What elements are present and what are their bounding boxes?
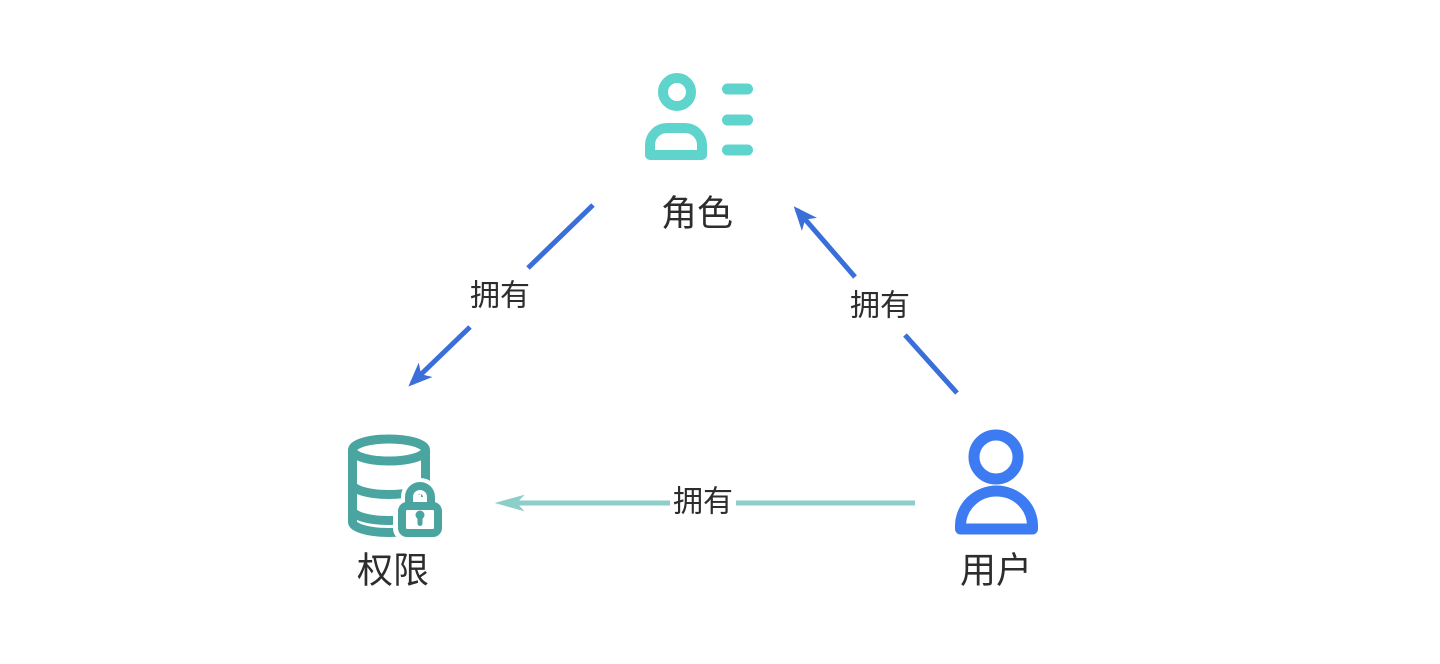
lock-shackle xyxy=(405,482,435,506)
edge-label-user-role: 拥有 xyxy=(850,290,910,323)
role-icon-list-lines xyxy=(722,83,753,156)
role-icon-head xyxy=(658,73,696,111)
edge-user-role-segment-lower xyxy=(903,333,959,395)
lock xyxy=(398,482,442,537)
edge-role-permission-segment-upper xyxy=(526,203,595,270)
node-label-user: 用户 xyxy=(960,550,1032,591)
database-top-ellipse xyxy=(348,434,430,466)
edge-role-permission: 拥有 xyxy=(408,203,595,387)
edge-user-permission: 拥有 xyxy=(494,485,915,521)
edge-label-role-permission: 拥有 xyxy=(470,280,530,313)
user-icon-head xyxy=(968,429,1024,485)
edge-user-role: 拥有 xyxy=(793,206,959,395)
lock-keyhole-stem xyxy=(417,515,423,526)
database-lock-icon xyxy=(348,434,447,542)
user-icon xyxy=(955,429,1038,535)
edge-label-backplate xyxy=(670,485,736,521)
edge-label-user-permission: 拥有 xyxy=(673,486,733,519)
edge-role-permission-segment-lower xyxy=(408,325,472,387)
node-role: 角色 xyxy=(645,73,753,234)
role-member-list-icon xyxy=(645,73,753,160)
node-permission: 权限 xyxy=(348,434,447,591)
lock-body xyxy=(398,502,442,537)
role-icon-body xyxy=(645,123,707,160)
node-label-permission: 权限 xyxy=(357,550,429,591)
node-user: 用户 xyxy=(955,429,1038,591)
edge-user-role-segment-upper xyxy=(793,206,857,279)
user-icon-body xyxy=(955,485,1038,535)
node-label-role: 角色 xyxy=(661,193,733,234)
